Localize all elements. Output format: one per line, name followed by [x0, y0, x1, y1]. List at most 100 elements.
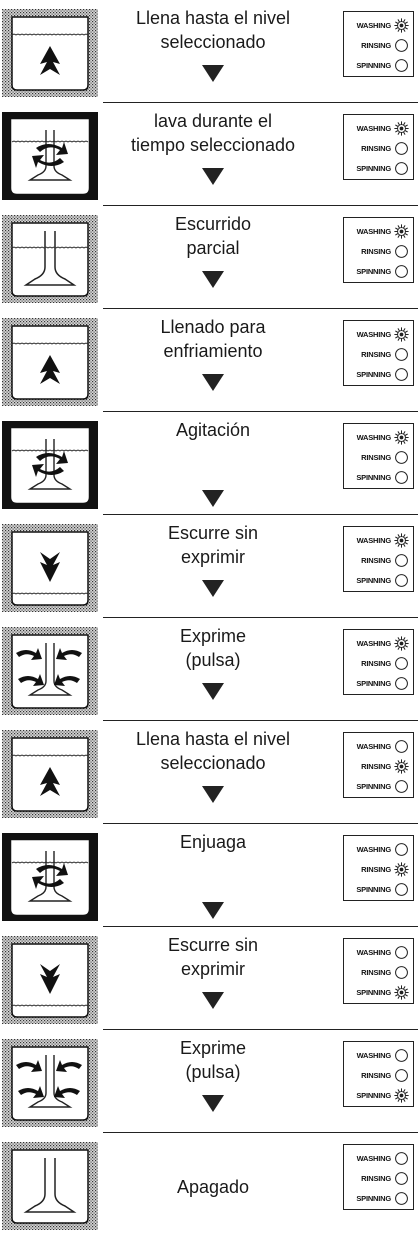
status-label-rinsing: RINSING [361, 658, 391, 668]
active-indicator-icon [394, 429, 409, 445]
status-label-washing: WASHING [356, 741, 392, 751]
fill-icon [2, 318, 98, 406]
status-washing: WASHING [357, 840, 409, 858]
inactive-indicator-icon [394, 1068, 409, 1083]
agitate-icon [2, 421, 98, 509]
status-rinsing: RINSING [361, 1066, 409, 1084]
status-label-spinning: SPINNING [356, 575, 391, 585]
step-caption-line: Escurre sin [167, 523, 259, 543]
status-washing: WASHING [357, 531, 409, 549]
cycle-step-row: Exprime(pulsa) WASHING RINSING SPINNING [0, 618, 418, 721]
step-caption: Agitación [108, 418, 318, 466]
down-arrow-icon [201, 784, 225, 804]
active-indicator-icon [394, 223, 409, 239]
spin-icon [2, 1039, 98, 1127]
inactive-indicator-icon [394, 676, 409, 691]
cycle-step-row: Agitación WASHING RINSING SPINNING [0, 412, 418, 515]
active-indicator-icon [394, 532, 409, 548]
status-label-rinsing: RINSING [361, 349, 391, 359]
cycle-status-panel: WASHING RINSING SPINNING [343, 938, 414, 1004]
inactive-indicator-icon [394, 779, 409, 794]
empty-tub-icon [2, 215, 98, 303]
inactive-indicator-icon [394, 1151, 409, 1166]
cycle-status-panel: WASHING RINSING SPINNING [343, 526, 414, 592]
step-caption: lava durante el tiempo seleccionado [108, 109, 318, 157]
status-washing: WASHING [357, 737, 409, 755]
status-label-spinning: SPINNING [356, 472, 391, 482]
inactive-indicator-icon [394, 450, 409, 465]
step-caption-line: (pulsa) [185, 650, 241, 670]
status-label-washing: WASHING [356, 638, 392, 648]
step-caption-line: Escurre sin [167, 935, 259, 955]
inactive-indicator-icon [394, 470, 409, 485]
step-caption-line: Enjuaga [179, 832, 247, 852]
status-label-rinsing: RINSING [361, 1070, 391, 1080]
active-indicator-icon [394, 984, 409, 1000]
status-label-spinning: SPINNING [356, 60, 391, 70]
step-caption-line: lava durante el [153, 111, 273, 131]
step-caption: Apagado [108, 1151, 318, 1199]
status-spinning: SPINNING [356, 983, 409, 1001]
status-rinsing: RINSING [361, 551, 409, 569]
inactive-indicator-icon [394, 264, 409, 279]
drain-icon [2, 936, 98, 1024]
status-label-washing: WASHING [356, 226, 392, 236]
step-caption-line: (pulsa) [185, 1062, 241, 1082]
cycle-status-panel: WASHING RINSING SPINNING [343, 629, 414, 695]
active-indicator-icon [394, 1087, 409, 1103]
step-caption-line: Llenado para [160, 317, 266, 337]
status-label-rinsing: RINSING [361, 967, 391, 977]
inactive-indicator-icon [394, 945, 409, 960]
status-label-rinsing: RINSING [361, 1173, 391, 1183]
down-arrow-icon [201, 166, 225, 186]
inactive-indicator-icon [394, 965, 409, 980]
active-indicator-icon [394, 326, 409, 342]
down-arrow-icon [201, 900, 225, 920]
step-caption-line: Agitación [175, 420, 251, 440]
status-label-washing: WASHING [356, 1050, 392, 1060]
fill-icon [2, 730, 98, 818]
step-caption-line: seleccionado [160, 753, 266, 773]
step-caption-line: Apagado [176, 1177, 250, 1197]
status-rinsing: RINSING [361, 448, 409, 466]
drain-icon [2, 524, 98, 612]
status-label-washing: WASHING [356, 123, 392, 133]
status-washing: WASHING [357, 1046, 409, 1064]
status-rinsing: RINSING [361, 963, 409, 981]
status-rinsing: RINSING [361, 36, 409, 54]
status-label-spinning: SPINNING [356, 678, 391, 688]
step-caption-line: Llena hasta el nivel [135, 8, 291, 28]
step-caption: Exprime(pulsa) [108, 1036, 318, 1084]
status-label-washing: WASHING [356, 432, 392, 442]
status-label-spinning: SPINNING [356, 266, 391, 276]
fill-icon [2, 9, 98, 97]
status-spinning: SPINNING [356, 365, 409, 383]
status-label-washing: WASHING [356, 947, 392, 957]
step-caption-line: tiempo seleccionado [130, 135, 296, 155]
inactive-indicator-icon [394, 367, 409, 382]
inactive-indicator-icon [394, 882, 409, 897]
status-spinning: SPINNING [356, 674, 409, 692]
status-washing: WASHING [357, 119, 409, 137]
cycle-status-panel: WASHING RINSING SPINNING [343, 217, 414, 283]
status-label-rinsing: RINSING [361, 761, 391, 771]
status-label-rinsing: RINSING [361, 864, 391, 874]
status-rinsing: RINSING [361, 139, 409, 157]
status-label-rinsing: RINSING [361, 246, 391, 256]
step-caption: Exprime(pulsa) [108, 624, 318, 672]
down-arrow-icon [201, 681, 225, 701]
inactive-indicator-icon [394, 38, 409, 53]
